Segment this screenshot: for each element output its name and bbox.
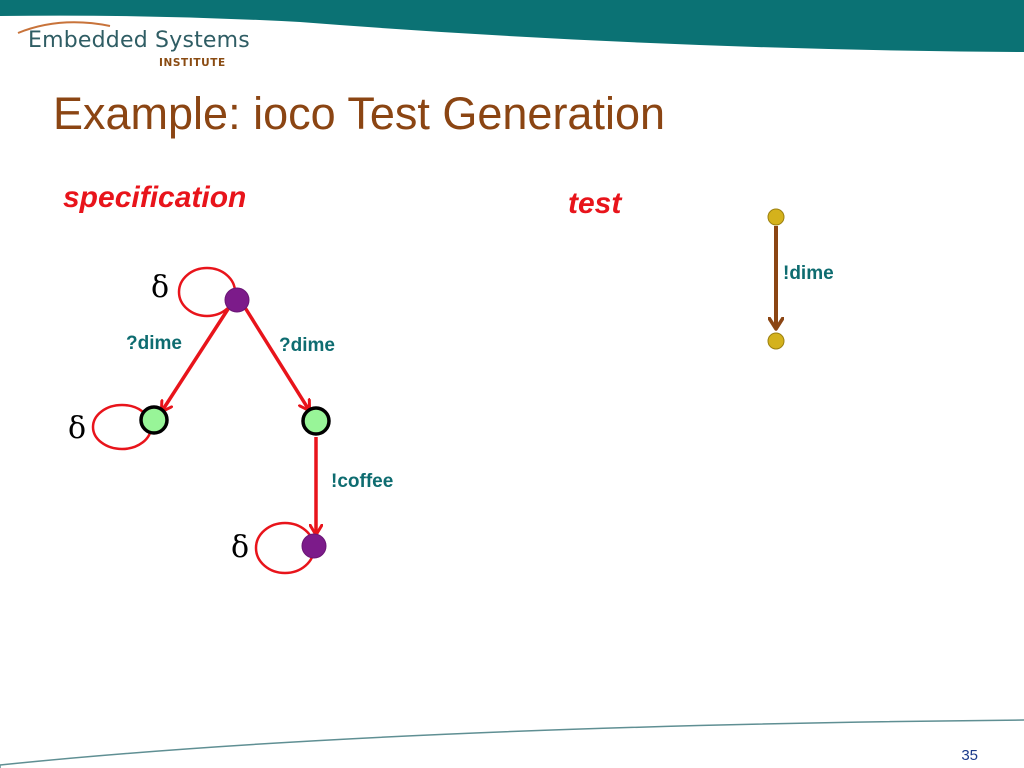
page-number: 35 — [961, 747, 978, 764]
spec-label-coffee: !coffee — [331, 471, 394, 492]
spec-state-right — [301, 406, 331, 436]
spec-label-left-dime: ?dime — [126, 333, 182, 354]
logo-subtitle: INSTITUTE — [159, 57, 226, 69]
test-label-dime: !dime — [783, 263, 834, 284]
test-state-final — [767, 332, 785, 350]
logo-swoosh — [17, 21, 111, 34]
header-band — [0, 0, 1024, 52]
specification-heading: specification — [63, 181, 247, 214]
logo-name: Embedded Systems — [28, 28, 250, 53]
spec-state-initial — [224, 287, 250, 313]
spec-state-left — [139, 405, 169, 435]
quiescence-label-top: δ — [151, 270, 170, 305]
spec-label-right-dime: ?dime — [279, 335, 335, 356]
spec-edge-left-dime — [162, 305, 232, 411]
quiescence-label-left: δ — [68, 411, 87, 446]
quiescence-label-bottom: δ — [231, 530, 250, 565]
footer-curve — [0, 719, 1024, 768]
test-state-initial — [767, 208, 785, 226]
slide-title: Example: ioco Test Generation — [53, 88, 666, 139]
spec-state-final — [301, 533, 327, 559]
spec-edge-right-dime — [242, 305, 309, 410]
test-heading: test — [568, 187, 622, 220]
